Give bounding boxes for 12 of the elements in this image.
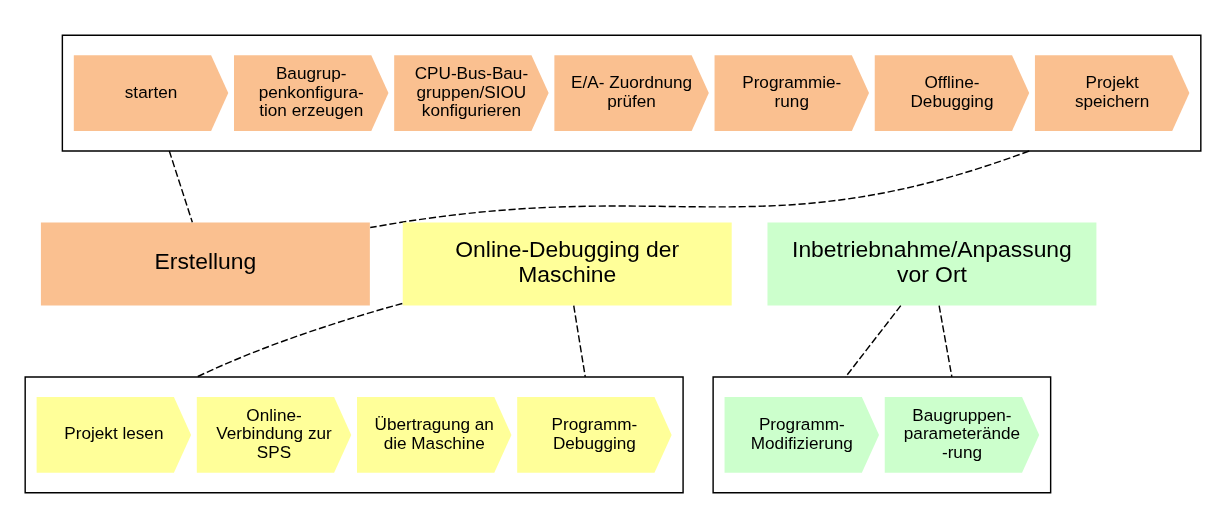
node-box: Erstellung <box>40 222 370 306</box>
connector <box>369 150 1030 229</box>
node-box: Online-Debugging der Maschine <box>402 222 732 306</box>
connector <box>168 150 194 223</box>
cluster <box>24 376 684 494</box>
connector <box>196 302 403 378</box>
cluster <box>61 34 1202 152</box>
cluster <box>712 376 1052 494</box>
connector <box>938 304 953 378</box>
node-box: Inbetriebnahme/Anpassung vor Ort <box>767 222 1097 306</box>
connector <box>844 304 902 378</box>
connector <box>573 304 586 378</box>
